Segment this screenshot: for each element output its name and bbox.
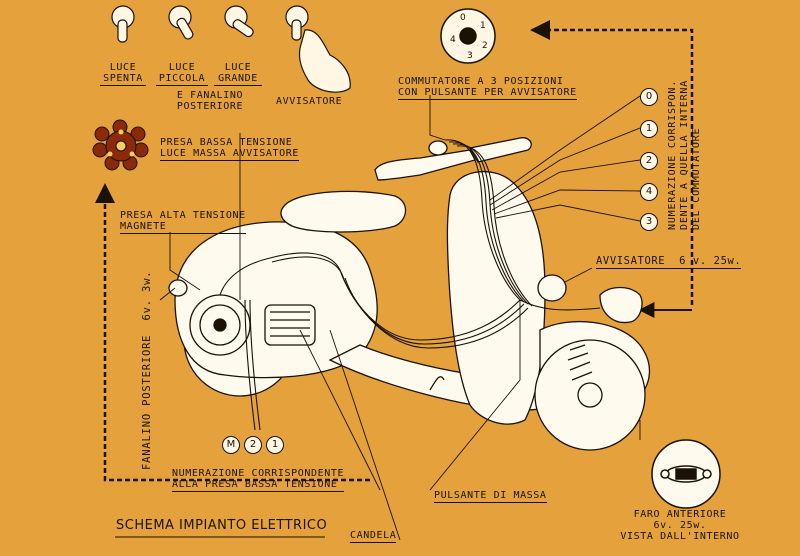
wire-number: 4 [640, 183, 658, 201]
flower-connector-icon [92, 119, 149, 171]
horn-spec: AVVISATORE 6 v. 25w. [596, 255, 742, 269]
switch-icon-small-light [168, 5, 194, 40]
wire-numbers-note-2: DENTE A QUELLA INTERNA [679, 79, 690, 230]
headlamp-inner-icon [651, 439, 721, 509]
tail-lamp-spec: FANALINO POSTERIORE 6v. 3w. [141, 270, 153, 470]
wire-numbers-note-3: DEL COMMUTATORE [691, 127, 702, 230]
headlamp-label: FARO ANTERIORE 6v. 25w. VISTA DALL'INTER… [620, 509, 740, 542]
flow-arrow [95, 183, 370, 482]
spark-plug-label: CANDELA [350, 530, 397, 543]
wire-number: 3 [640, 213, 658, 231]
wire-number: 1 [640, 120, 658, 138]
wire-number: 0 [640, 88, 658, 106]
dial-digit: 1 [480, 21, 486, 31]
plug-number: 1 [266, 436, 284, 454]
leader-lines [159, 95, 641, 541]
diagram-title: SCHEMA IMPIANTO ELETTRICO [116, 518, 328, 533]
flow-arrow [530, 20, 694, 305]
commutator-dial-icon [440, 8, 496, 64]
dial-digit: 4 [450, 35, 456, 45]
wire-numbers-note-1: NUMERAZIONE CORRISPON. [667, 79, 678, 230]
dial-digit: 3 [467, 51, 473, 61]
scooter-body [168, 137, 651, 451]
wiring-harness [219, 139, 601, 431]
horn-switch-label: AVVISATORE [276, 96, 343, 107]
plug-number: M [222, 436, 240, 454]
switch-icon-big-light [224, 5, 254, 38]
ground-button-label: PULSANTE DI MASSA [434, 490, 547, 503]
dial-digit: 2 [482, 41, 488, 51]
plug-number: 2 [244, 436, 262, 454]
switch-icon-off [111, 5, 135, 43]
dial-digit: 0 [460, 13, 466, 23]
wire-number: 2 [640, 152, 658, 170]
switch-icon-horn [285, 5, 351, 93]
